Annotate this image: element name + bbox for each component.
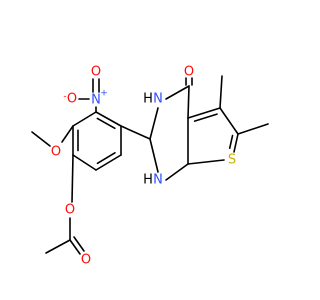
charge-o-nitro: - bbox=[63, 92, 66, 102]
atom-s-thiophene: S bbox=[228, 153, 236, 168]
bond-ar1-ar2 bbox=[95, 111, 122, 127]
bond-ar4-ar5 bbox=[72, 154, 97, 171]
bond-c2-aryl bbox=[120, 125, 151, 140]
bond-ar4-o-ester bbox=[71, 154, 74, 203]
bond-c6-s bbox=[233, 133, 239, 153]
bond-ester-c-o-b bbox=[73, 236, 85, 252]
bond-nh-top-c2 bbox=[149, 107, 159, 140]
bond-ar1-ar2-inner bbox=[96, 117, 116, 130]
bond-c2-nh-bottom bbox=[149, 138, 159, 173]
bond-o-me-ch3 bbox=[31, 131, 51, 147]
atom-o-methoxy: O bbox=[51, 145, 61, 160]
bond-ester-c-o-a bbox=[69, 239, 81, 255]
atom-o-nitro: O bbox=[91, 65, 101, 80]
bond-c6-me bbox=[237, 123, 269, 135]
atom-o-nitro-minus: O bbox=[67, 92, 77, 107]
bond-ar2-ar3 bbox=[72, 111, 97, 127]
charge-n-nitro: + bbox=[100, 89, 108, 99]
atom-nh-bottom-h: H bbox=[143, 173, 153, 188]
bond-c4a-c4 bbox=[187, 85, 190, 119]
bond-c5-c6 bbox=[219, 107, 239, 135]
atom-o-carbonyl: O bbox=[184, 65, 194, 80]
bond-ar5-ar6-inner bbox=[96, 151, 116, 165]
atom-nh-bottom: N bbox=[153, 173, 163, 188]
bond-c6-s-inner bbox=[228, 134, 234, 149]
atom-o-ester: O bbox=[65, 203, 75, 218]
bond-ar5-ar6 bbox=[95, 154, 122, 171]
bond-c4-nh-top bbox=[165, 85, 190, 100]
bond-ester-c-ch3 bbox=[45, 239, 71, 254]
bond-c5-me bbox=[219, 75, 223, 109]
bond-nh-bottom-c7a bbox=[165, 163, 189, 181]
bond-layer bbox=[31, 75, 269, 255]
bond-s-c7a bbox=[187, 159, 225, 165]
atom-nh-top-h: H bbox=[143, 92, 153, 107]
bond-c4a-c5-inner bbox=[193, 113, 218, 122]
bond-c4a-c5 bbox=[187, 107, 221, 119]
atom-n-nitro: N bbox=[91, 93, 101, 108]
atom-o-ester-carbonyl: O bbox=[81, 253, 91, 268]
atom-nh-top: N bbox=[153, 92, 163, 107]
bond-ar3-o-me bbox=[61, 125, 74, 143]
atom-label-layer: O N H N H S N + O - O O O O bbox=[51, 65, 236, 268]
molecule-diagram: O N H N H S N + O - O O O O bbox=[31, 65, 269, 268]
